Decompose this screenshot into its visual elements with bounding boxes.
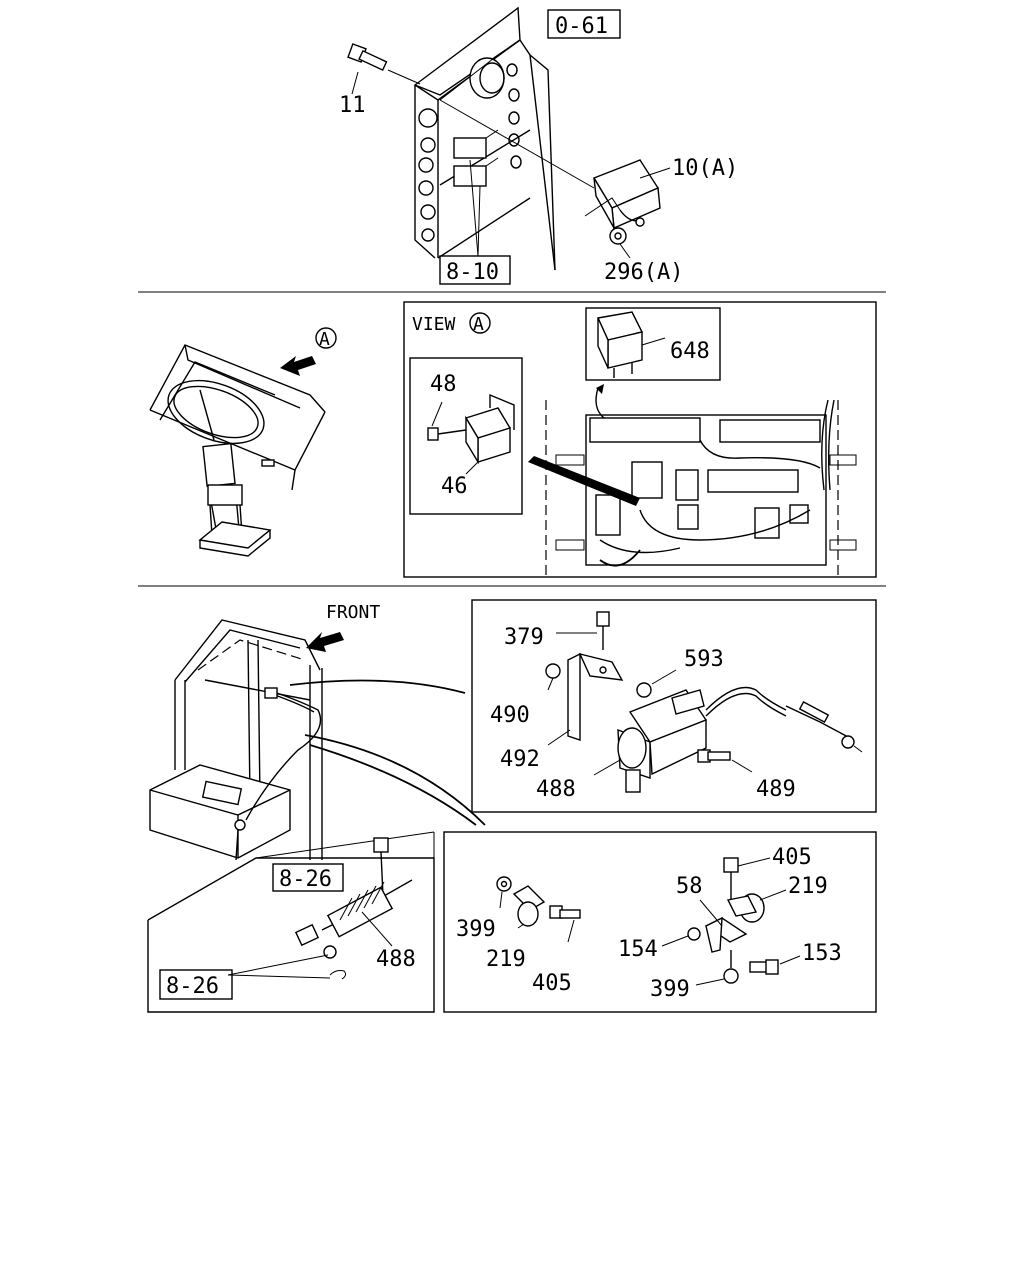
part-label-593: 593	[684, 647, 724, 672]
part-label-488-lever: 488	[536, 777, 576, 802]
part-label-490: 490	[490, 703, 530, 728]
control-panel-box-drawing	[413, 6, 556, 271]
view-a-panel: VIEW A 48 46	[403, 301, 877, 578]
bolt-11-drawing	[347, 43, 421, 95]
part-label-492: 492	[500, 747, 540, 772]
ref-box-8-26-lower[interactable]: 8-26	[159, 969, 233, 1000]
arrow-marker-a: A	[319, 329, 330, 350]
ref-8-26-lower-label: 8-26	[166, 974, 219, 999]
ref-8-26-upper-label: 8-26	[279, 867, 332, 892]
bottom-section: FRONT	[147, 599, 877, 1013]
ref-8-10-label: 8-10	[446, 260, 499, 285]
bellows-drawing	[326, 881, 394, 938]
part-label-219-right: 219	[788, 874, 828, 899]
part-label-219-left: 219	[486, 947, 526, 972]
view-title: VIEW	[412, 314, 456, 335]
part-label-489: 489	[756, 777, 796, 802]
unit-10a-drawing	[439, 54, 671, 259]
part-label-399-left: 399	[456, 917, 496, 942]
ref-box-8-10[interactable]: 8-10	[439, 255, 511, 285]
relay-46-inset	[409, 357, 523, 515]
relay-46-drawing	[427, 393, 515, 475]
ref-box-8-26-upper[interactable]: 8-26	[272, 863, 344, 892]
part-label-405-left: 405	[532, 971, 572, 996]
part-label-488-cable: 488	[376, 947, 416, 972]
cable-detail-panel	[147, 831, 435, 1013]
relay-648-drawing	[596, 311, 666, 378]
part-label-379: 379	[504, 625, 544, 650]
lever-detail-panel	[471, 599, 877, 813]
part-label-46: 46	[441, 474, 468, 499]
part-label-405-right: 405	[772, 845, 812, 870]
part-label-48: 48	[430, 372, 457, 397]
top-section: 0-61 8-10 11 10(A) 296(A)	[339, 6, 738, 285]
sweep-arc-lower-2	[309, 744, 477, 826]
front-arrow-icon	[306, 632, 344, 652]
part-label-648: 648	[670, 339, 710, 364]
electrical-board-drawing	[545, 399, 857, 575]
sweep-arc-upper	[289, 679, 466, 694]
part-label-154: 154	[618, 937, 658, 962]
ref-0-61-label: 0-61	[555, 14, 608, 39]
sweep-arc-lower	[304, 734, 486, 826]
part-label-10a: 10(A)	[672, 156, 738, 181]
view-arrow-a: A	[280, 327, 337, 376]
ref-box-0-61[interactable]: 0-61	[547, 9, 621, 39]
clamp-detail-panel	[443, 831, 877, 1013]
front-label: FRONT	[326, 602, 380, 623]
part-label-58: 58	[676, 874, 703, 899]
steering-console-drawing	[149, 344, 326, 557]
part-label-399-right: 399	[650, 977, 690, 1002]
view-marker-a: A	[473, 314, 484, 335]
part-label-296a: 296(A)	[604, 260, 683, 285]
middle-section: A VIEW A 48 46	[149, 301, 877, 578]
part-label-11: 11	[339, 93, 366, 118]
cab-frame-drawing	[149, 619, 323, 861]
relay-648-inset	[585, 307, 721, 381]
part-label-153: 153	[802, 941, 842, 966]
